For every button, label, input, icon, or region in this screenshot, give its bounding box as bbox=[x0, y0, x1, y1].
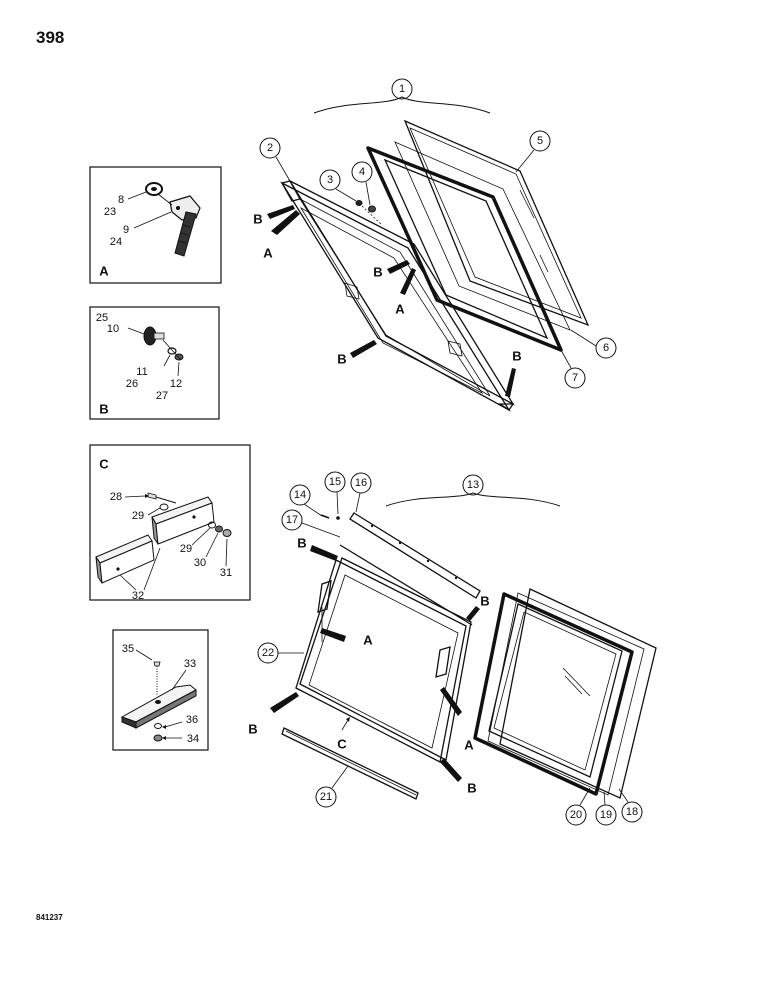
seal-20 bbox=[473, 592, 634, 796]
angle-bracket-right bbox=[151, 496, 215, 545]
callout-5: 5 bbox=[537, 135, 543, 147]
callout-20: 20 bbox=[570, 809, 582, 821]
upper-window-assembly: 1 bbox=[253, 78, 617, 412]
channel-strip-6 bbox=[394, 141, 571, 331]
callout-13: 13 bbox=[467, 479, 479, 491]
figure-code: 841237 bbox=[36, 913, 63, 922]
latch-handle-part bbox=[169, 195, 201, 257]
callout-6: 6 bbox=[603, 342, 609, 354]
page-number: 398 bbox=[36, 28, 65, 47]
callout-21: 21 bbox=[320, 791, 332, 803]
channel-strip-16 bbox=[349, 512, 481, 599]
glazing-assembly bbox=[473, 588, 657, 799]
detail-box-c: 28 29 29 30 31 32 C bbox=[89, 444, 251, 602]
view-arrow-a-lower-2: A bbox=[464, 738, 474, 753]
stop-block-box: 35 33 36 34 bbox=[112, 629, 209, 751]
label-23: 23 bbox=[104, 206, 116, 218]
label-9: 9 bbox=[123, 224, 129, 236]
glass-pane-5 bbox=[403, 119, 590, 327]
view-arrow-b-upper-2: B bbox=[373, 265, 382, 280]
lower-window-assembly: 13 bbox=[248, 471, 657, 826]
callout-17: 17 bbox=[286, 514, 298, 526]
label-29a: 29 bbox=[132, 510, 144, 522]
window-frame-2 bbox=[280, 179, 515, 412]
label-35: 35 bbox=[122, 643, 134, 655]
label-31: 31 bbox=[220, 567, 232, 579]
view-arrow-b-lower-1: B bbox=[297, 536, 306, 551]
view-arrow-b-upper-4: B bbox=[512, 349, 521, 364]
view-arrow-b-lower-2: B bbox=[480, 594, 489, 609]
bottom-strip-21 bbox=[281, 727, 419, 800]
callout-4: 4 bbox=[359, 166, 365, 178]
callout-18: 18 bbox=[626, 806, 638, 818]
callout-1: 1 bbox=[399, 83, 405, 95]
view-letter-c: C bbox=[99, 457, 109, 472]
window-frame-22 bbox=[295, 557, 472, 763]
angle-bracket-left bbox=[95, 534, 155, 584]
label-12: 12 bbox=[170, 378, 182, 390]
callout-16: 16 bbox=[355, 477, 367, 489]
view-arrow-b-upper-3: B bbox=[337, 352, 346, 367]
view-arrow-a-upper-2: A bbox=[395, 302, 405, 317]
label-32: 32 bbox=[132, 590, 144, 602]
callout-19: 19 bbox=[600, 809, 612, 821]
rubber-seal-7 bbox=[366, 146, 563, 352]
view-arrow-b-upper-1: B bbox=[253, 212, 262, 227]
label-8: 8 bbox=[118, 194, 124, 206]
callout-22: 22 bbox=[262, 647, 274, 659]
label-33: 33 bbox=[184, 658, 196, 670]
callout-2: 2 bbox=[267, 142, 273, 154]
knob-part bbox=[143, 326, 165, 346]
label-24: 24 bbox=[110, 236, 122, 248]
view-letter-b: B bbox=[99, 402, 108, 417]
label-34: 34 bbox=[187, 733, 199, 745]
callout-3: 3 bbox=[327, 174, 333, 186]
wedge-block-part bbox=[120, 684, 197, 729]
label-26: 26 bbox=[126, 378, 138, 390]
label-30: 30 bbox=[194, 557, 206, 569]
callout-14: 14 bbox=[294, 489, 306, 501]
detail-box-b: 25 10 11 26 12 27 B bbox=[89, 306, 220, 420]
callout-15: 15 bbox=[329, 476, 341, 488]
label-10: 10 bbox=[107, 323, 119, 335]
label-28: 28 bbox=[110, 491, 122, 503]
view-arrow-b-lower-3: B bbox=[248, 722, 257, 737]
label-36: 36 bbox=[186, 714, 198, 726]
label-29b: 29 bbox=[180, 543, 192, 555]
callout-7: 7 bbox=[572, 372, 578, 384]
washer-part bbox=[145, 182, 163, 196]
view-arrow-a-upper-1: A bbox=[263, 246, 273, 261]
label-27: 27 bbox=[156, 390, 168, 402]
view-letter-a: A bbox=[99, 264, 109, 279]
view-arrow-a-lower-1: A bbox=[363, 633, 373, 648]
view-arrow-b-lower-4: B bbox=[467, 781, 476, 796]
label-25: 25 bbox=[96, 312, 108, 324]
detail-box-a: 8 23 9 24 A bbox=[89, 166, 222, 284]
label-11: 11 bbox=[136, 366, 147, 378]
view-arrow-c-lower: C bbox=[337, 737, 347, 752]
outer-glass-18 bbox=[499, 588, 657, 799]
